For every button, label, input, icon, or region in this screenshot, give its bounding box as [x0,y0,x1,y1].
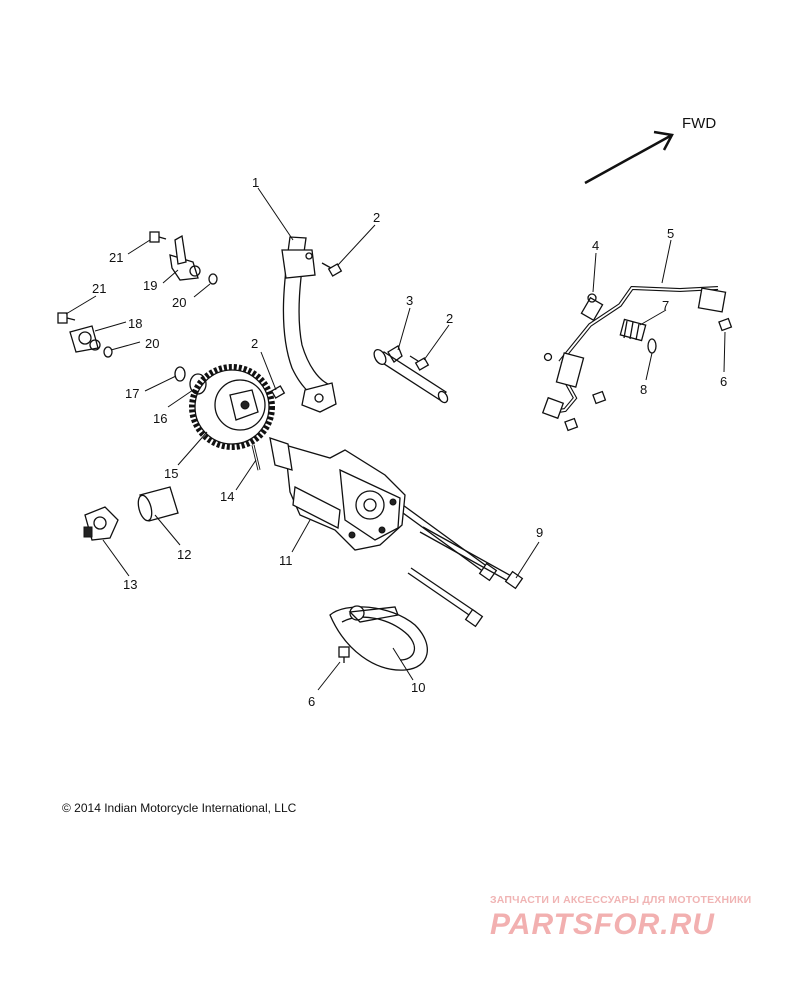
pickup-screen-10 [329,605,428,671]
o-ring-20-b [103,346,113,358]
callout-5: 5 [667,226,674,241]
sleeve-3 [373,345,449,404]
pickup-tube [281,236,337,413]
ring-16 [189,373,207,395]
callout-11: 11 [279,553,293,568]
callout-10: 10 [411,680,425,695]
callout-12: 12 [177,547,191,562]
oil-line [541,285,727,420]
callout-15: 15 [164,466,178,481]
washers-4 [543,293,597,362]
sleeve-12 [137,486,179,522]
callout-7: 7 [662,298,669,313]
o-ring-20-a [208,273,218,285]
callout-21-b: 21 [92,281,106,296]
fitting-7 [619,318,647,342]
callout-14: 14 [220,489,234,504]
fwd-label: FWD [682,115,716,132]
callout-9: 9 [536,525,543,540]
gear-15 [189,364,275,450]
callout-17: 17 [125,386,139,401]
watermark-tagline: ЗАПЧАСТИ И АКСЕССУАРЫ ДЛЯ МОТОТЕХНИКИ [490,894,752,906]
callout-20-b: 20 [145,336,159,351]
bolt-21-a [149,231,167,243]
copyright-notice: © 2014 Indian Motorcycle International, … [62,801,297,815]
bolt-6-right [564,317,733,432]
bolt-2-c [270,385,286,399]
bolt-21-b [57,312,76,324]
callout-2-b: 2 [251,336,258,351]
callout-19: 19 [143,278,157,293]
callout-6-bottom: 6 [308,694,315,709]
pin-14 [251,444,261,471]
callout-18: 18 [128,316,142,331]
sensor-18 [69,325,101,353]
oil-pump-11 [269,437,406,551]
callout-4: 4 [592,238,599,253]
callout-3: 3 [406,293,413,308]
callout-6-right: 6 [720,374,727,389]
bolt-2-b [409,355,430,371]
callout-21-a: 21 [109,250,123,265]
callout-8: 8 [640,382,647,397]
leader-lines [65,187,726,691]
bolt-2-a [321,262,343,277]
callout-2-c: 2 [446,311,453,326]
callouts: 1 2 2 2 3 4 5 6 6 7 8 9 10 11 12 13 14 1… [92,175,727,709]
callout-1: 1 [252,175,259,190]
callout-2-a: 2 [373,210,380,225]
sensor-13 [83,506,119,541]
o-ring-8 [647,338,657,354]
long-bolts-9 [391,499,524,628]
forward-arrow: FWD [584,115,716,185]
callout-20-a: 20 [172,295,186,310]
ring-17 [174,366,186,382]
watermark-logo: PARTSFOR.RU [490,908,715,941]
callout-16: 16 [153,411,167,426]
sensor-19 [169,234,201,281]
callout-13: 13 [123,577,137,592]
bolt-6-bottom [338,646,350,663]
